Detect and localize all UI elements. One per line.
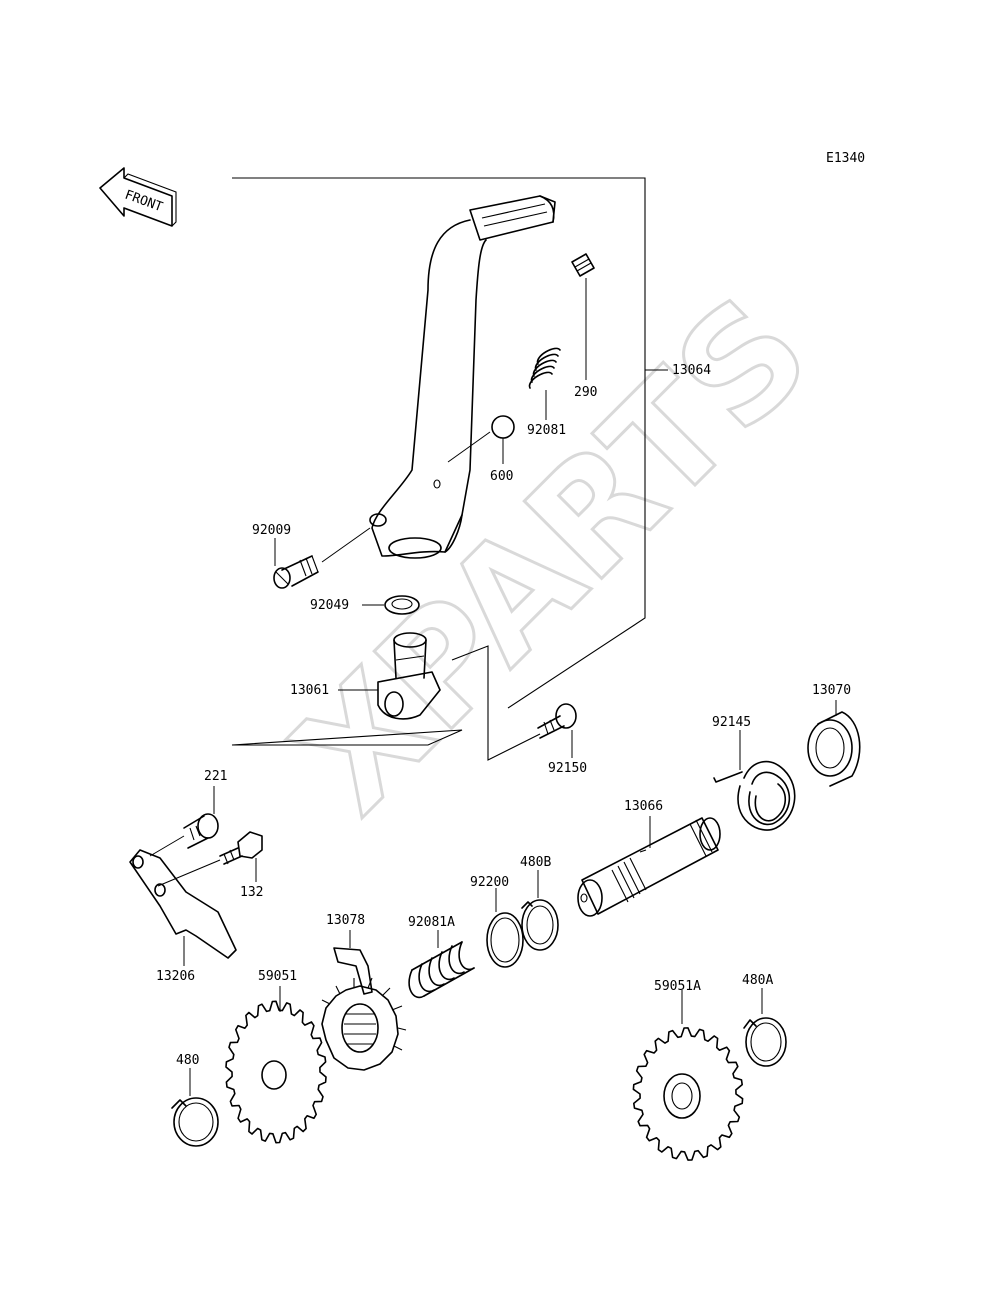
part-13066-shaft (577, 817, 721, 917)
part-92145-spring (713, 760, 796, 831)
part-13061-boss (377, 632, 441, 720)
part-290-spring (571, 253, 595, 277)
part-label-480: 480 (176, 1053, 199, 1068)
part-600-ball (491, 415, 515, 439)
part-label-13078: 13078 (326, 913, 365, 928)
part-92081A-spring (408, 941, 475, 999)
part-label-92049: 92049 (310, 598, 349, 613)
part-label-92081A: 92081A (408, 915, 455, 930)
part-label-290: 290 (574, 385, 597, 400)
part-92049-washer (384, 595, 420, 615)
part-480-circlip (171, 1097, 219, 1147)
part-label-480B: 480B (520, 855, 551, 870)
part-label-13064: 13064 (672, 363, 711, 378)
part-221-bolt (183, 813, 219, 849)
part-label-13070: 13070 (812, 683, 851, 698)
part-label-92081: 92081 (527, 423, 566, 438)
part-13206-plate (129, 849, 237, 959)
kick-pedal-lever (369, 195, 556, 559)
part-59051A-gear (632, 1027, 744, 1161)
part-label-13066: 13066 (624, 799, 663, 814)
part-label-59051A: 59051A (654, 979, 701, 994)
part-132-bolt (219, 831, 263, 865)
part-13078-ratchet (321, 947, 407, 1071)
part-480B-circlip (521, 899, 559, 951)
front-arrow-icon: FRONT (99, 167, 177, 227)
watermark-text: XPARTS (262, 265, 843, 846)
part-label-92145: 92145 (712, 715, 751, 730)
part-label-132: 132 (240, 885, 263, 900)
diagram-code: E1340 (826, 151, 865, 166)
part-480A-circlip (743, 1017, 787, 1067)
part-92009-bolt (273, 555, 319, 589)
part-13070-collar (807, 711, 861, 787)
part-label-221: 221 (204, 769, 227, 784)
part-59051-gear (225, 1000, 327, 1144)
part-label-92150: 92150 (548, 761, 587, 776)
part-label-59051: 59051 (258, 969, 297, 984)
part-label-480A: 480A (742, 973, 773, 988)
part-label-92200: 92200 (470, 875, 509, 890)
assembly-box-13064 (231, 177, 646, 746)
part-92200-shim (486, 912, 524, 968)
part-label-13206: 13206 (156, 969, 195, 984)
part-label-92009: 92009 (252, 523, 291, 538)
part-92081-spring (528, 347, 561, 389)
part-label-13061: 13061 (290, 683, 329, 698)
part-label-600: 600 (490, 469, 513, 484)
part-92150-bolt (537, 703, 577, 739)
front-marker-label: FRONT (123, 188, 165, 216)
